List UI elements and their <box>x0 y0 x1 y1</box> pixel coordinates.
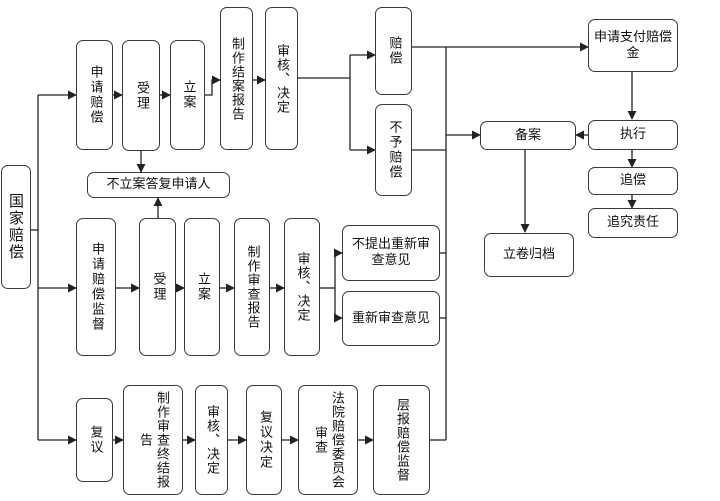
execute-box: 执行 <box>588 120 678 150</box>
review-decide-box-2: 审核、决定 <box>284 218 320 356</box>
compensate-box: 赔偿 <box>375 7 412 95</box>
archive-box: 立卷归档 <box>484 233 574 277</box>
reconsider-decision-box: 复议决定 <box>246 385 282 495</box>
accept-box-2: 受理 <box>139 218 176 356</box>
no-compensation-box: 不予赔偿 <box>375 104 412 196</box>
file-case-box-1: 立案 <box>170 40 205 150</box>
reconsideration-box: 复议 <box>76 398 113 482</box>
review-report-box: 制作审查报告 <box>234 218 270 356</box>
final-review-report-box: 制作审查终结报告 <box>123 385 183 495</box>
closing-report-box: 制作结案报告 <box>220 7 253 150</box>
review-decide-box-1: 审核、决定 <box>265 7 298 150</box>
review-decide-box-3: 审核、决定 <box>195 385 228 495</box>
accountability-box: 追究责任 <box>588 208 678 238</box>
recover-box: 追偿 <box>588 167 678 195</box>
court-committee-review-box: 法院赔偿委员会审查 <box>298 385 358 495</box>
reexamination-box: 重新审查意见 <box>342 291 440 346</box>
reject-notice-box: 不立案答复申请人 <box>87 172 230 198</box>
no-reexamination-box: 不提出重新审查意见 <box>342 225 440 281</box>
apply-supervision-box: 申请赔偿监督 <box>76 218 116 356</box>
file-case-box-2: 立案 <box>184 218 220 356</box>
apply-payment-box: 申请支付赔偿金 <box>588 19 678 72</box>
root-state-compensation: 国家赔偿 <box>1 165 31 289</box>
report-supervision-box: 层报赔偿监督 <box>373 385 430 495</box>
record-filing-box: 备案 <box>480 121 576 150</box>
apply-compensation-box: 申请赔偿 <box>76 40 113 150</box>
accept-box-1: 受理 <box>122 40 160 151</box>
